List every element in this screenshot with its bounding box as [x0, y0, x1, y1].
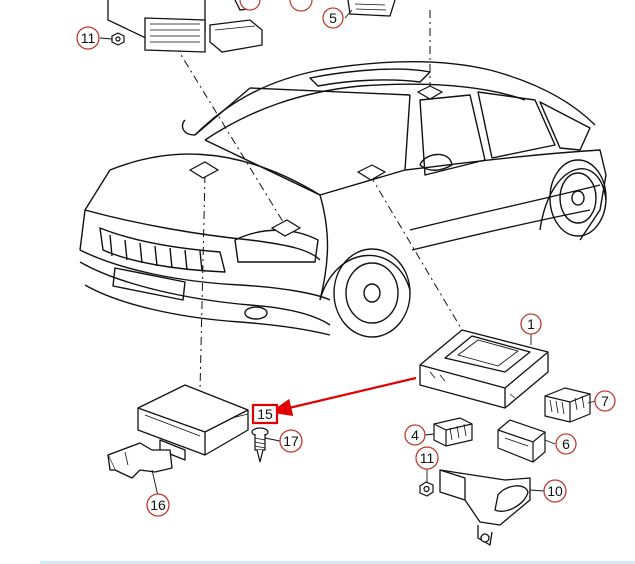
bracket-10: [439, 469, 531, 546]
nut-11-upper: [111, 32, 125, 46]
bracket-16: [107, 442, 173, 479]
callout-circle: [555, 433, 577, 455]
callouts: 1 4 5 6 7 10 11 11 15 16 17: [76, 7, 616, 517]
callout-leaders: [99, 9, 596, 497]
connector-top-right: [347, 0, 396, 17]
cropped-callouts: [239, 0, 313, 12]
callout-label: 6: [562, 436, 570, 452]
callout-c15: 15: [251, 403, 279, 425]
callout-c16: 16: [146, 493, 170, 517]
callout-c5: 5: [322, 7, 344, 29]
callout-label: 16: [150, 497, 166, 513]
callout-circle: [520, 313, 542, 335]
callout-c6: 6: [555, 433, 577, 455]
callout-label: 11: [420, 450, 435, 466]
callout-circle: [76, 26, 100, 50]
nut-11-lower: [419, 481, 434, 497]
control-unit-top-left: [107, 0, 263, 53]
connector-6: [497, 419, 546, 463]
callout-circle: [404, 424, 426, 446]
screw-17: [251, 427, 269, 463]
callout-c10: 10: [543, 479, 567, 503]
callout-c11a: 11: [76, 26, 100, 50]
mount-locations: [188, 85, 444, 237]
callout-circle: [415, 446, 439, 470]
callout-c17: 17: [279, 429, 303, 453]
callout-label: 5: [329, 10, 337, 26]
callout-circle: [146, 493, 170, 517]
callout-circle: [322, 7, 344, 29]
callout-label: 15: [257, 406, 273, 422]
callout-c7: 7: [594, 390, 616, 412]
highlight-box: [251, 403, 279, 425]
callout-c4: 4: [404, 424, 426, 446]
callout-label: 17: [283, 433, 299, 449]
highlight-arrow: [269, 376, 417, 417]
leader-lines: [174, 10, 466, 391]
connector-4: [433, 417, 473, 447]
connector-7: [544, 387, 591, 423]
callout-label: 7: [601, 393, 609, 409]
callout-label: 10: [547, 483, 563, 499]
callout-circle: [543, 479, 567, 503]
car-illustration: [79, 61, 607, 338]
callout-label: 11: [81, 30, 96, 46]
bottom-divider: [40, 561, 635, 564]
callout-label: 4: [411, 427, 419, 443]
control-unit-15: [137, 384, 249, 461]
callout-circle: [594, 390, 616, 412]
callout-c11b: 11: [415, 446, 439, 470]
callout-c1: 1: [520, 313, 542, 335]
callout-label: 1: [527, 316, 535, 332]
control-unit-1: [419, 329, 549, 409]
callout-circle: [279, 429, 303, 453]
